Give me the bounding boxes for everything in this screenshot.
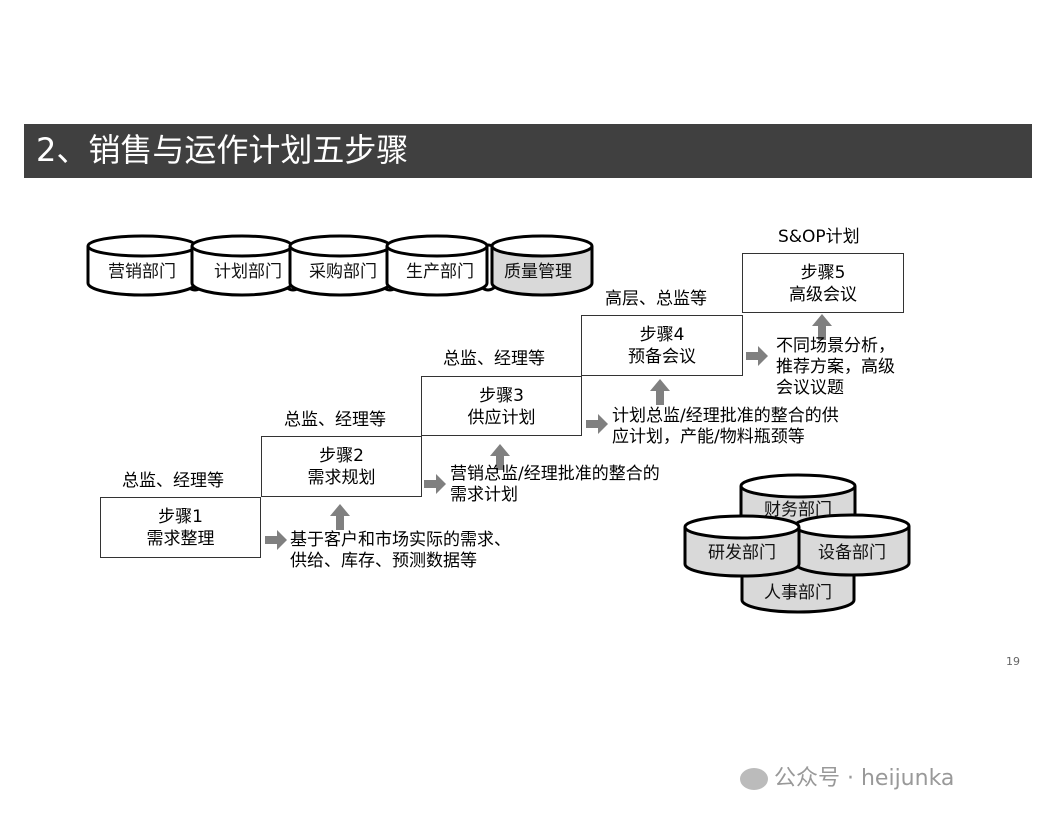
step-name: 需求整理: [146, 529, 215, 549]
step-2-owner: 总监、经理等: [284, 410, 386, 430]
cylinder-production: [385, 234, 489, 297]
step-number: 步骤1: [158, 507, 203, 527]
slide-title: 2、销售与运作计划五步骤: [36, 131, 409, 169]
step-name: 需求规划: [307, 468, 376, 488]
step-1-box: 步骤1 需求整理: [100, 497, 261, 558]
dept-equipment: 设备部门: [818, 543, 886, 563]
right-arrow-icon: [424, 474, 446, 494]
step-5-box: 步骤5 高级会议: [742, 253, 904, 313]
dept-hr: 人事部门: [764, 583, 832, 603]
step-number: 步骤5: [800, 263, 846, 283]
right-arrow-icon: [746, 346, 768, 366]
wechat-icon: [740, 768, 768, 790]
step-3-box: 步骤3 供应计划: [421, 376, 582, 436]
step-3-input: 计划总监/经理批准的整合的供 应计划，产能/物料瓶颈等: [612, 406, 839, 447]
up-arrow-icon: [812, 314, 832, 340]
arrows: [265, 314, 832, 550]
up-arrow-icon: [650, 379, 670, 405]
cylinder-quality: [490, 234, 594, 297]
title-bar: [24, 124, 1032, 178]
step-1-input: 基于客户和市场实际的需求、 供给、库存、预测数据等: [290, 530, 511, 571]
step-4-box: 步骤4 预备会议: [581, 315, 743, 376]
step-number: 步骤4: [639, 325, 685, 345]
step-4-owner: 高层、总监等: [605, 289, 707, 309]
dept-planning: 计划部门: [214, 262, 282, 282]
up-arrow-icon: [330, 504, 350, 530]
plan-label: S&OP计划: [778, 227, 860, 247]
up-arrow-icon: [490, 444, 510, 470]
right-arrow-icon: [265, 530, 287, 550]
cylinder-planning: [190, 234, 294, 297]
dept-finance: 财务部门: [764, 500, 832, 520]
right-arrow-icon: [586, 414, 608, 434]
cylinder-equipment: [793, 513, 911, 577]
dept-quality: 质量管理: [504, 262, 572, 282]
cluster-cylinders: [683, 473, 911, 614]
watermark: 公众号 · heijunka: [740, 760, 954, 792]
step-number: 步骤3: [479, 386, 524, 406]
step-1-owner: 总监、经理等: [122, 471, 224, 491]
dept-rnd: 研发部门: [708, 543, 776, 563]
page-number: 19: [1006, 655, 1020, 668]
step-3-owner: 总监、经理等: [443, 349, 545, 369]
step-4-input: 不同场景分析， 推荐方案，高级 会议议题: [776, 336, 895, 398]
step-name: 供应计划: [467, 408, 536, 428]
cylinder-rnd: [683, 514, 801, 578]
step-2-input: 营销总监/经理批准的整合的 需求计划: [450, 464, 660, 505]
step-number: 步骤2: [319, 446, 364, 466]
step-2-box: 步骤2 需求规划: [261, 436, 422, 497]
step-name: 高级会议: [789, 285, 857, 305]
dept-production: 生产部门: [406, 262, 474, 282]
dept-marketing: 营销部门: [108, 262, 176, 282]
dept-purchasing: 采购部门: [309, 262, 377, 282]
top-cylinders: [86, 234, 594, 297]
watermark-text: 公众号 · heijunka: [774, 766, 955, 791]
cylinder-purchasing: [288, 234, 392, 297]
step-name: 预备会议: [628, 347, 696, 367]
